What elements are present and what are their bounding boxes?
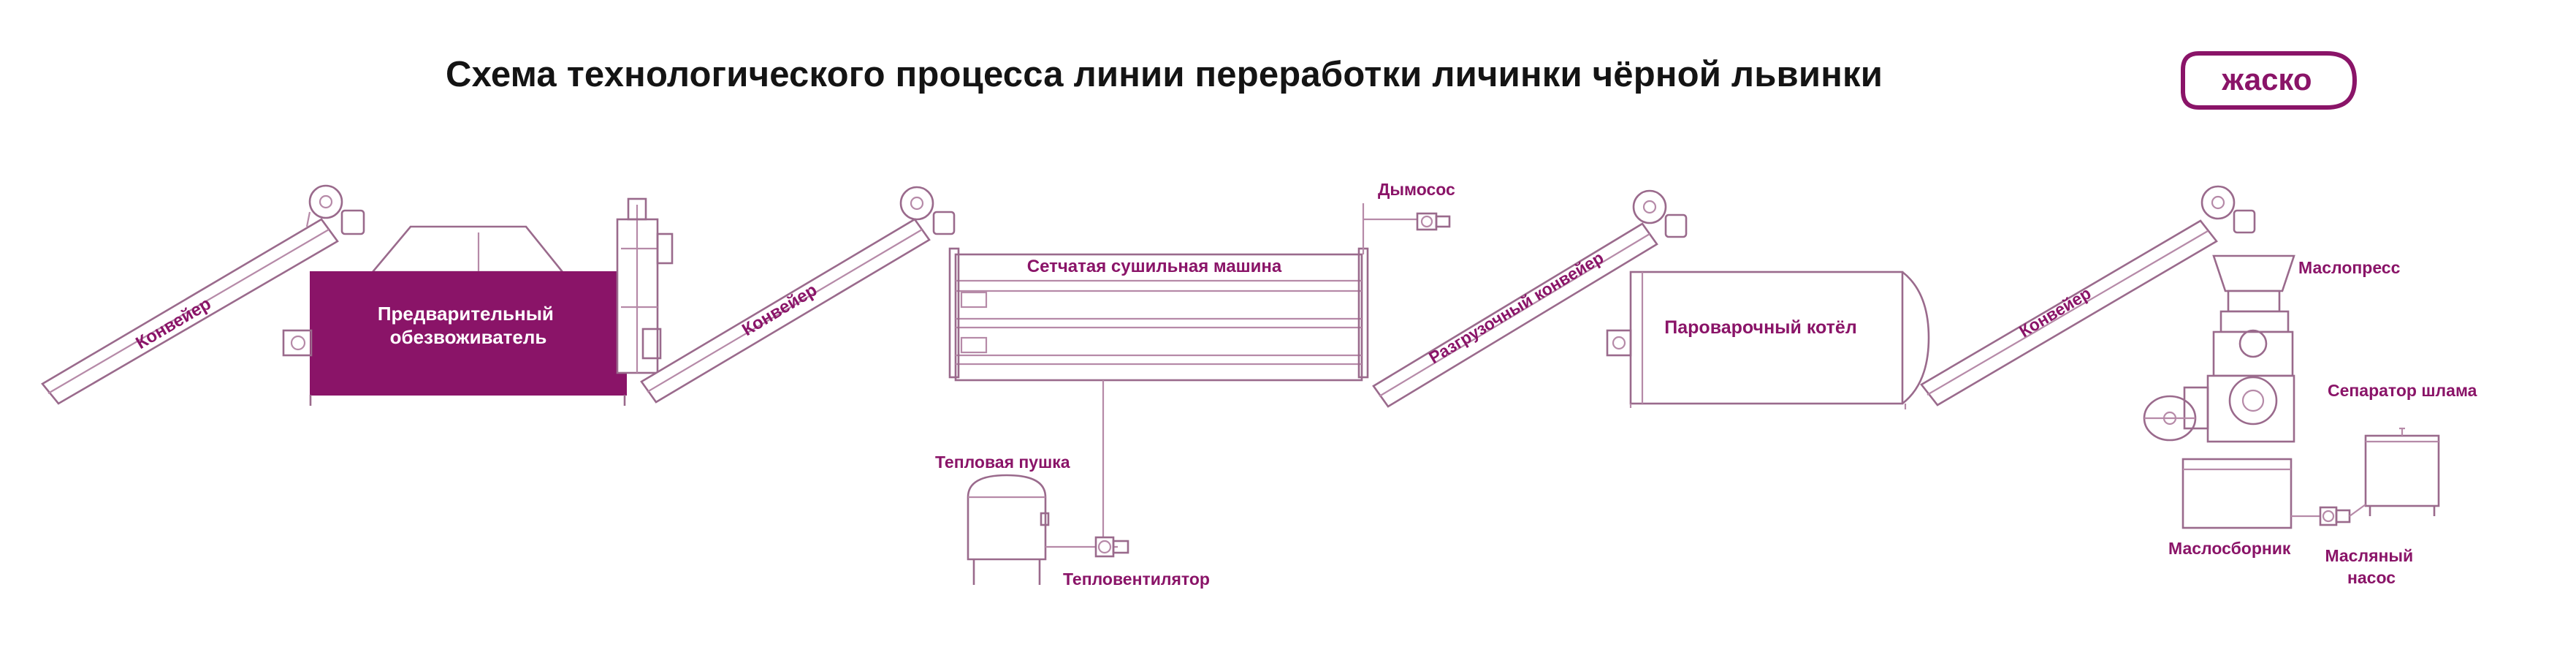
label-mesh-dryer: Сетчатая сушильная машина [1027, 257, 1282, 276]
steam-boiler: Пароварочный котёл [1606, 271, 1930, 409]
heat-fan: Тепловентилятор [1045, 536, 1210, 589]
label-oil-collector: Маслосборник [2168, 539, 2291, 558]
pre-dewaterer-body [310, 271, 627, 396]
heat-gun: Тепловая пушка [935, 453, 1070, 585]
label-pre-dewaterer: Предварительный обезвоживатель [378, 303, 559, 348]
oil-pump: Масляный насос [2319, 504, 2417, 587]
label-heat-fan: Тепловентилятор [1063, 570, 1210, 589]
label-sludge-separator: Сепаратор шлама [2328, 381, 2477, 400]
page-title: Схема технологического процесса линии пе… [446, 55, 1883, 94]
sludge-separator: Сепаратор шлама [2328, 381, 2477, 516]
mesh-dryer: Сетчатая сушильная машина [948, 247, 1369, 548]
label-unloading-conveyor: Разгрузочный конвейер [1425, 248, 1607, 367]
logo-text: жаско [2221, 62, 2312, 97]
oil-press: Маслопресс [2143, 254, 2401, 443]
label-oil-press: Маслопресс [2298, 258, 2401, 277]
conveyor-2: Конвейер [640, 186, 956, 404]
label-smoke-exhauster: Дымосос [1378, 180, 1455, 199]
pre-dewaterer: Предварительный обезвоживатель [282, 197, 674, 406]
label-steam-boiler: Пароварочный котёл [1664, 317, 1856, 338]
oil-collector: Маслосборник [2168, 458, 2320, 558]
zhasko-logo: жаско [2181, 51, 2358, 110]
conveyor-3: Конвейер [1920, 185, 2256, 406]
smoke-exhauster: Дымосос [1362, 180, 1455, 254]
label-heat-gun: Тепловая пушка [935, 453, 1070, 472]
label-oil-pump: Масляный насос [2325, 546, 2417, 587]
